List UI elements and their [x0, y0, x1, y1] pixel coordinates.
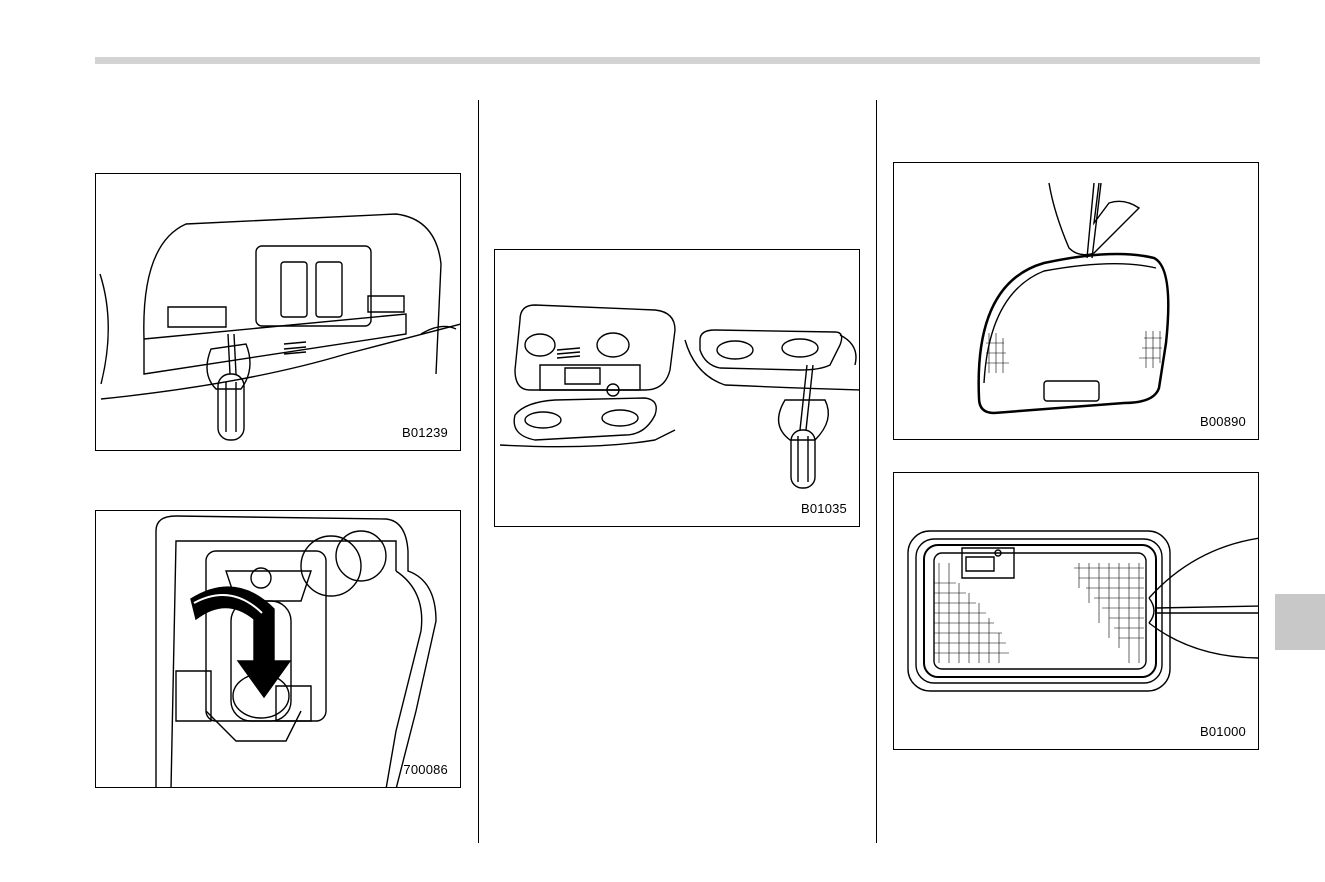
figure-code: B00890 — [1200, 414, 1246, 429]
column-divider-left — [478, 100, 479, 843]
figure-bulb-twist: 700086 — [95, 510, 461, 788]
column-divider-right — [876, 100, 877, 843]
figure-map-lamp: B00890 — [893, 162, 1259, 440]
figure-code: B01000 — [1200, 724, 1246, 739]
console-pry-illustration — [96, 174, 461, 451]
figure-console-lamp: B01035 — [494, 249, 860, 527]
header-rule — [95, 57, 1260, 64]
figure-code: 700086 — [403, 762, 448, 777]
map-lamp-illustration — [894, 163, 1259, 440]
figure-console-pry: B01239 — [95, 173, 461, 451]
dome-lamp-illustration — [894, 473, 1259, 750]
figure-code: B01035 — [801, 501, 847, 516]
chapter-tab — [1275, 594, 1325, 650]
figure-dome-lamp: B01000 — [893, 472, 1259, 750]
figure-code: B01239 — [402, 425, 448, 440]
console-lamp-illustration — [495, 250, 860, 527]
bulb-twist-illustration — [96, 511, 461, 788]
